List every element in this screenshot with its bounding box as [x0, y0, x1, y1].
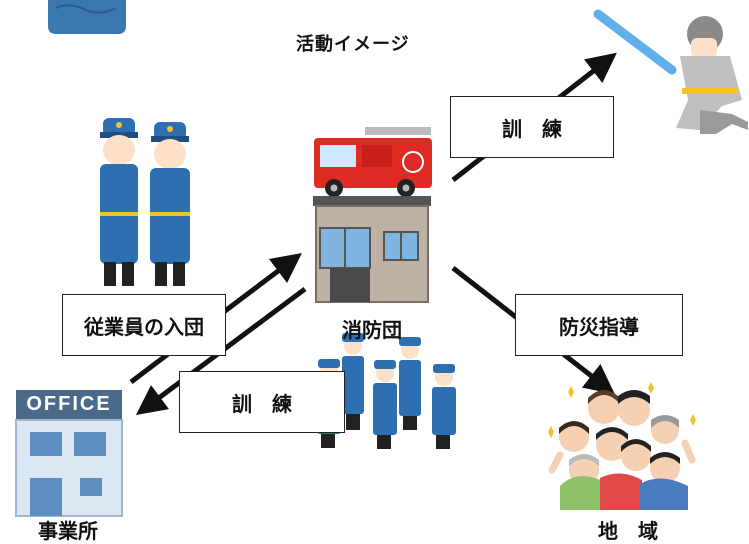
node-label-office: 事業所 [38, 519, 98, 543]
edge-label-training-office: 訓 練 [179, 371, 345, 433]
node-label-region: 地 域 [598, 519, 658, 543]
node-label-fire-brigade: 消防団 [342, 318, 402, 342]
edge-label-training-top: 訓 練 [450, 96, 614, 158]
arrow-brigade-to-office [135, 286, 307, 415]
diagram-title: 活動イメージ [296, 34, 410, 55]
edge-label-employee-join: 従業員の入団 [62, 294, 226, 356]
office-sign-text: OFFICE [26, 393, 112, 415]
edge-label-disaster-guidance: 防災指導 [515, 294, 683, 356]
